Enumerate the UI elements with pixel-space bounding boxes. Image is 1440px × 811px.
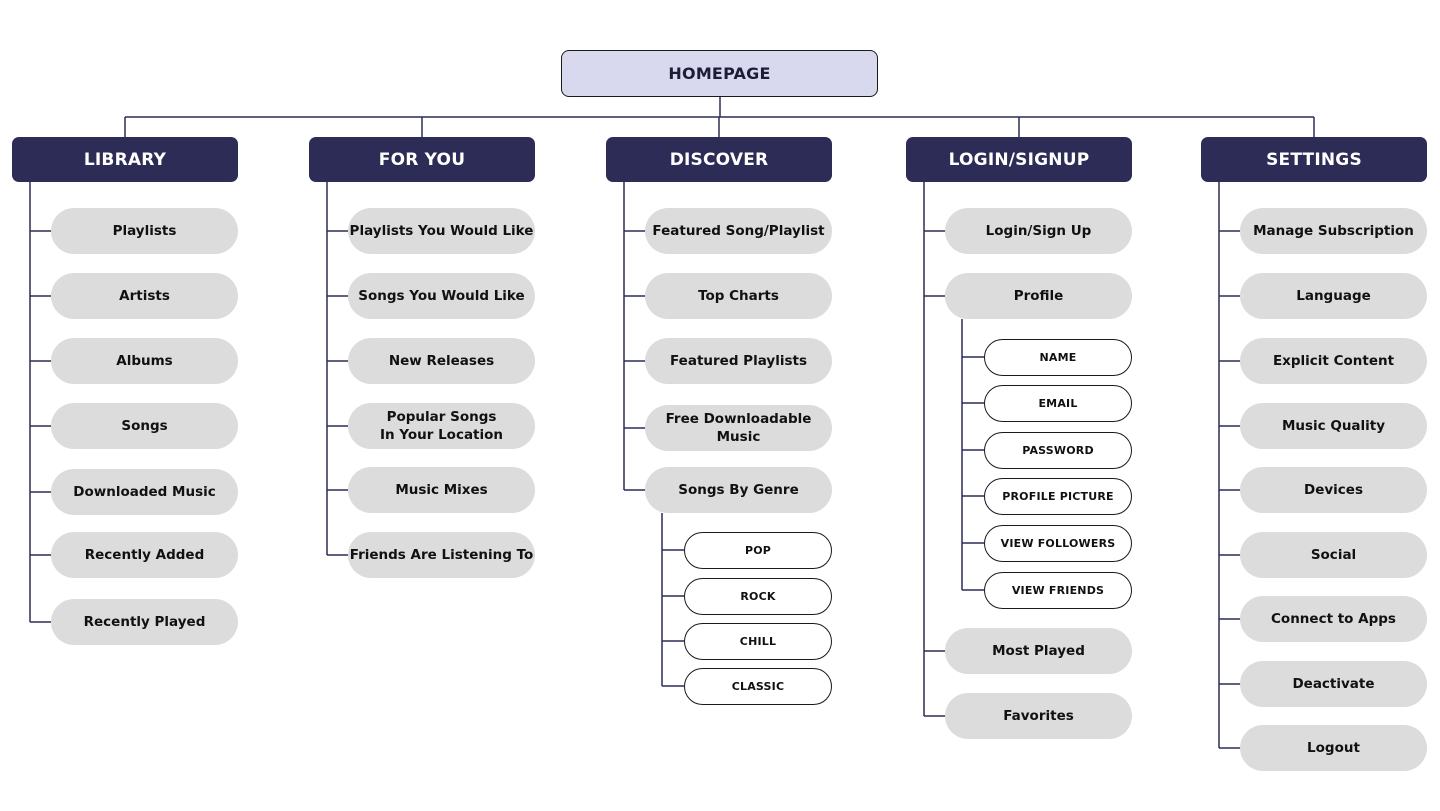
item-social: Social (1240, 532, 1427, 578)
item-music-mixes: Music Mixes (348, 467, 535, 513)
item-logout: Logout (1240, 725, 1427, 771)
category-login-signup: LOGIN/SIGNUP (906, 137, 1132, 182)
item-language: Language (1240, 273, 1427, 319)
item-top-charts: Top Charts (645, 273, 832, 319)
item-login-sign-up: Login/Sign Up (945, 208, 1132, 254)
item-popular-songs-in-your-location: Popular Songs In Your Location (348, 403, 535, 449)
item-favorites: Favorites (945, 693, 1132, 739)
item-playlists-you-would-like: Playlists You Would Like (348, 208, 535, 254)
item-connect-to-apps: Connect to Apps (1240, 596, 1427, 642)
sub-item-view-followers: VIEW FOLLOWERS (984, 524, 1132, 562)
item-most-played: Most Played (945, 628, 1132, 674)
category-settings: SETTINGS (1201, 137, 1427, 182)
item-recently-played: Recently Played (51, 599, 238, 645)
item-recently-added: Recently Added (51, 532, 238, 578)
item-devices: Devices (1240, 467, 1427, 513)
item-featured-playlists: Featured Playlists (645, 338, 832, 384)
item-friends-are-listening-to: Friends Are Listening To (348, 532, 535, 578)
category-library: LIBRARY (12, 137, 238, 182)
sub-item-password: PASSWORD (984, 431, 1132, 469)
sub-item-chill: CHILL (684, 622, 832, 660)
sub-item-pop: POP (684, 531, 832, 569)
item-profile: Profile (945, 273, 1132, 319)
sub-item-view-friends: VIEW FRIENDS (984, 571, 1132, 609)
sub-item-rock: ROCK (684, 577, 832, 615)
sub-item-classic: CLASSIC (684, 667, 832, 705)
item-explicit-content: Explicit Content (1240, 338, 1427, 384)
item-songs-you-would-like: Songs You Would Like (348, 273, 535, 319)
item-songs: Songs (51, 403, 238, 449)
item-playlists: Playlists (51, 208, 238, 254)
item-artists: Artists (51, 273, 238, 319)
item-music-quality: Music Quality (1240, 403, 1427, 449)
item-deactivate: Deactivate (1240, 661, 1427, 707)
sub-item-email: EMAIL (984, 384, 1132, 422)
item-new-releases: New Releases (348, 338, 535, 384)
item-manage-subscription: Manage Subscription (1240, 208, 1427, 254)
sub-item-name: NAME (984, 338, 1132, 376)
sub-item-profile-picture: PROFILE PICTURE (984, 477, 1132, 515)
category-for-you: FOR YOU (309, 137, 535, 182)
item-downloaded-music: Downloaded Music (51, 469, 238, 515)
homepage-node: HOMEPAGE (561, 50, 878, 97)
item-free-downloadable-music: Free Downloadable Music (645, 405, 832, 451)
item-albums: Albums (51, 338, 238, 384)
item-featured-song-playlist: Featured Song/Playlist (645, 208, 832, 254)
category-discover: DISCOVER (606, 137, 832, 182)
item-songs-by-genre: Songs By Genre (645, 467, 832, 513)
